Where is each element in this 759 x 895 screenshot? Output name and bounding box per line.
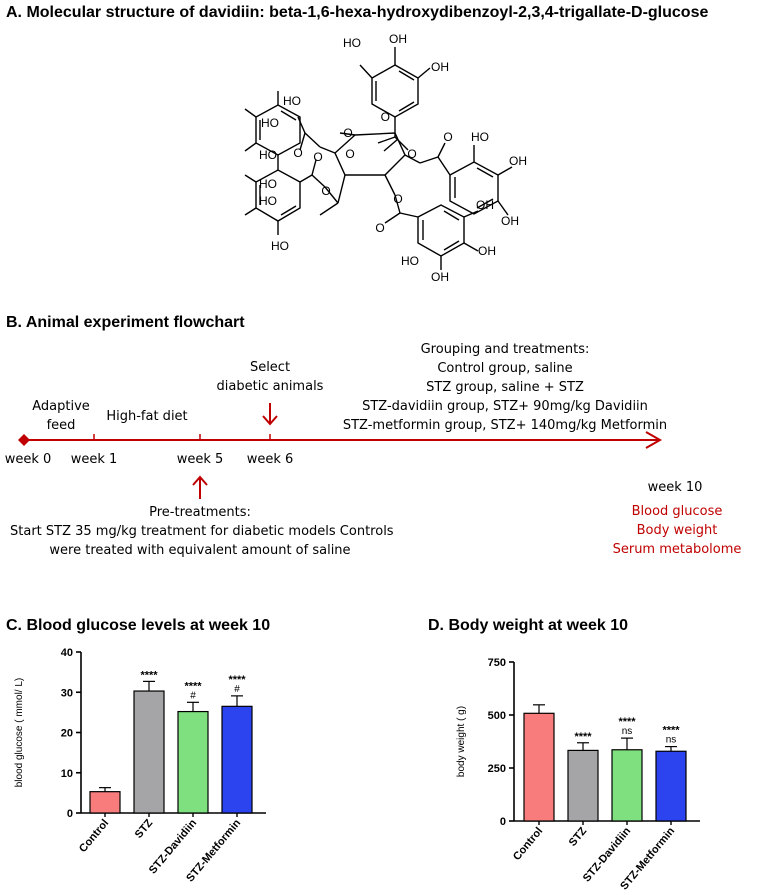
- significance-stars: ****: [140, 669, 158, 681]
- atom-label: OH: [431, 60, 449, 74]
- atom-label: OH: [509, 154, 527, 168]
- grouping-label: Grouping and treatments: Control group, …: [342, 342, 668, 433]
- atom-label: HO: [259, 194, 277, 208]
- chart-c-title: C. Blood glucose levels at week 10: [6, 617, 271, 634]
- atom-label: HO: [259, 177, 277, 191]
- atom-label: O: [343, 126, 352, 140]
- panel-a-title: A. Molecular structure of davidiin: beta…: [6, 4, 709, 21]
- atom-label: O: [321, 184, 330, 198]
- atom-label: O: [381, 110, 390, 124]
- atom-label: OH: [478, 244, 496, 258]
- select-label: Select diabetic animals: [216, 360, 324, 394]
- y-tick-label: 10: [61, 768, 73, 780]
- atom-label: HO: [471, 130, 489, 144]
- atom-label: O: [345, 147, 354, 161]
- atom-label: OH: [501, 214, 519, 228]
- bar-stz-davidiin: [611, 749, 643, 822]
- outcomes-label: Blood glucose Body weight Serum metabolo…: [612, 504, 742, 557]
- bar-stz: [133, 690, 165, 814]
- atom-label: OH: [476, 198, 494, 212]
- y-tick-label: 30: [61, 687, 73, 699]
- y-axis-label: body weight ( g): [456, 706, 467, 777]
- y-tick-label: 750: [488, 657, 506, 669]
- atom-label: HO: [401, 254, 419, 268]
- week-5-label: week 5: [176, 452, 224, 467]
- x-tick-label: Control: [511, 825, 545, 863]
- significance-mark: ns: [666, 735, 677, 746]
- bar-stz-metformin: [221, 705, 253, 814]
- week-6-label: week 6: [246, 452, 294, 467]
- atom-label: HO: [271, 239, 289, 253]
- significance-stars: ****: [184, 680, 202, 692]
- chart-d-body-weight: 0 250 500 750 body weight ( g) Control **** STZ…: [456, 657, 700, 892]
- significance-mark: ns: [622, 726, 633, 737]
- week-1-label: week 1: [70, 452, 118, 467]
- x-tick-label: STZ: [133, 817, 156, 841]
- y-tick-label: 40: [61, 648, 73, 659]
- atom-label: HO: [343, 36, 361, 50]
- davidiin-structure: HO OH OH O O O O O O HO OH OH O OH OH HO…: [244, 32, 527, 284]
- panel-b-title: B. Animal experiment flowchart: [6, 314, 245, 331]
- chart-c-blood-glucose: 0 10 20 30 40 blood glucose ( mmol/ L) Control…: [14, 648, 266, 884]
- bar-stz: [567, 749, 599, 822]
- significance-mark: #: [234, 684, 240, 695]
- atom-label: O: [313, 150, 322, 164]
- significance-stars: ****: [618, 716, 636, 728]
- atom-label: HO: [259, 148, 277, 162]
- atom-label: OH: [431, 270, 449, 284]
- atom-label: HO: [283, 94, 301, 108]
- x-tick-label: STZ: [567, 825, 590, 849]
- significance-stars: ****: [574, 731, 592, 743]
- week-10-label: week 10: [647, 480, 703, 495]
- y-tick-label: 0: [67, 808, 73, 820]
- bar-stz-metformin: [655, 750, 687, 822]
- atom-label: O: [393, 192, 402, 206]
- chart-d-title: D. Body weight at week 10: [428, 617, 629, 634]
- y-axis-label: blood glucose ( mmol/ L): [14, 678, 25, 788]
- atom-label: O: [293, 146, 302, 160]
- significance-stars: ****: [228, 674, 246, 686]
- atom-label: O: [443, 130, 452, 144]
- phase-hfd: High-fat diet: [106, 409, 188, 424]
- bar-control: [89, 791, 121, 814]
- atom-label: OH: [389, 32, 407, 46]
- atom-label: O: [407, 147, 416, 161]
- pretreat-arrow: [192, 475, 208, 499]
- y-tick-label: 250: [488, 763, 506, 775]
- bar-stz-davidiin: [177, 710, 209, 814]
- week-0-label: week 0: [4, 452, 52, 467]
- atom-label: O: [375, 221, 384, 235]
- y-tick-label: 500: [488, 710, 506, 722]
- y-tick-label: 0: [500, 816, 506, 828]
- phase-adaptive: Adaptive feed: [32, 399, 90, 433]
- y-tick-label: 20: [61, 728, 73, 740]
- bar-control: [523, 712, 555, 822]
- significance-mark: #: [190, 690, 196, 701]
- timeline-start-marker: [18, 434, 30, 446]
- pretreat-label: Pre-treatments: Start STZ 35 mg/kg treat…: [10, 505, 394, 558]
- x-tick-label: Control: [77, 817, 111, 855]
- timeline-axis: [18, 403, 663, 449]
- significance-stars: ****: [662, 725, 680, 737]
- atom-label: HO: [261, 116, 279, 130]
